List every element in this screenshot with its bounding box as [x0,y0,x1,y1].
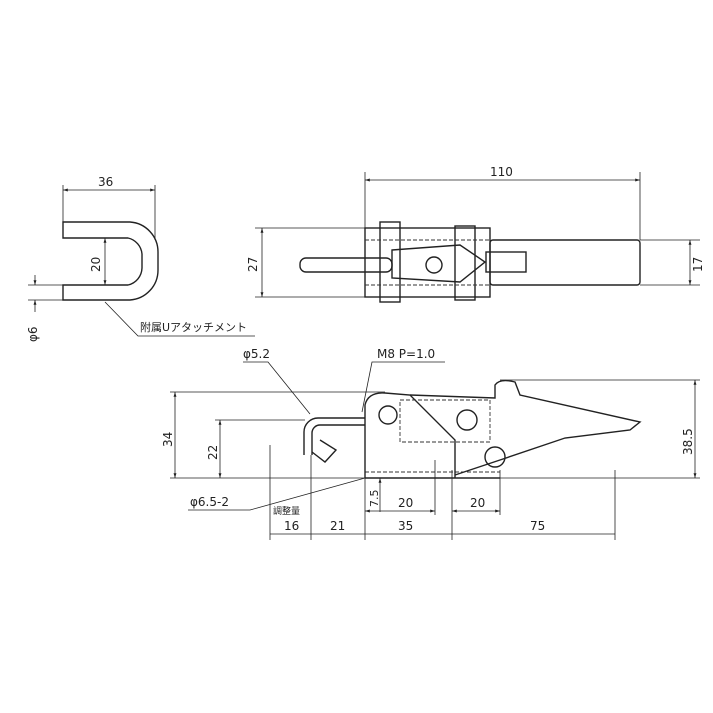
dim-hole-offset: 7.5 [368,490,381,508]
dim-top-height: 27 [246,257,260,272]
u-attachment-label: 附属Uアタッチメント [140,320,247,334]
dim-top-tube: 17 [691,257,705,272]
dim-hole-pitch-left: 20 [398,496,413,510]
dim-side-total-height: 34 [161,432,175,447]
dim-u-inner: 20 [89,257,103,272]
top-view: 110 27 17 [246,165,705,303]
dim-hook-height: 22 [206,445,220,460]
dim-hook-reach: 21 [330,519,345,533]
dim-u-width: 36 [98,175,113,189]
dim-hole-pitch-right: 20 [470,496,485,510]
dim-adjust: 16 [284,519,299,533]
dim-lever-height: 38.5 [681,428,695,455]
dim-base: 35 [398,519,413,533]
dim-hook-wire: φ5.2 [243,347,270,361]
dim-holes: φ6.5-2 [190,495,229,509]
dim-u-wire: φ6 [26,326,40,342]
side-view: 34 22 38.5 φ5.2 M8 P=1.0 φ6.5-2 7.5 20 2… [161,347,700,540]
dim-thread: M8 P=1.0 [377,347,435,361]
adjust-label: 調整量 [273,505,300,517]
dim-lever: 75 [530,519,545,533]
u-attachment-view: 36 20 φ6 附属Uアタッチメント [26,175,255,342]
dim-top-length: 110 [490,165,513,179]
